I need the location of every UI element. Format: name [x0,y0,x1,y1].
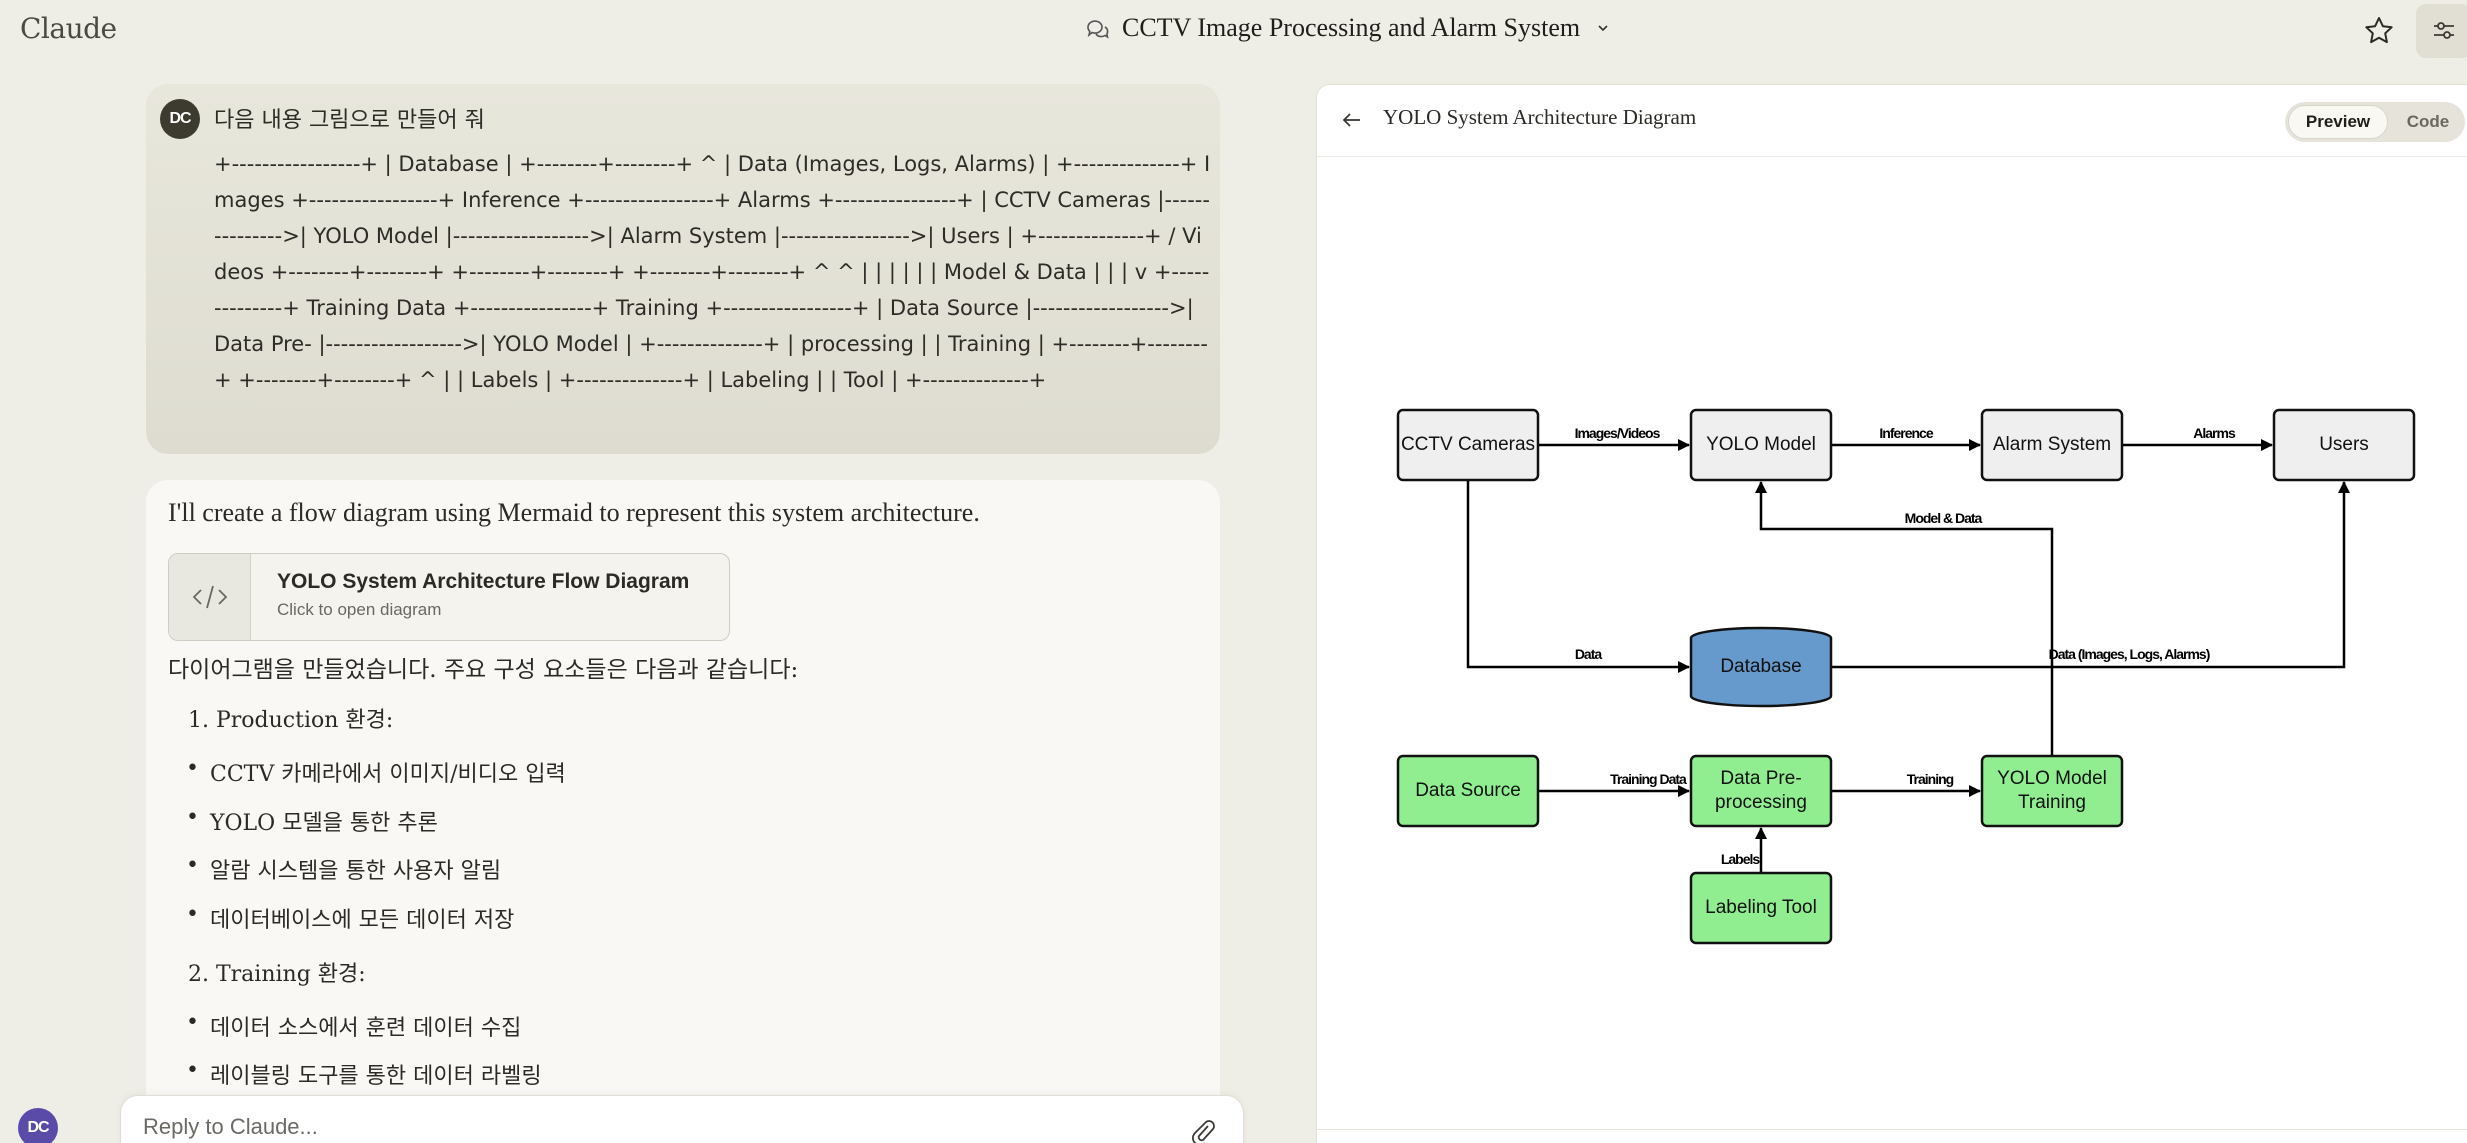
view-toggle: Preview Code [2285,102,2465,142]
reply-box [120,1095,1244,1143]
artifact-panel: YOLO System Architecture Diagram Preview… [1316,84,2467,1143]
edge-label: Training Data [1610,771,1687,787]
user-avatar: DC [160,99,200,139]
node-yolo[interactable]: YOLO Model [1689,408,1833,482]
node-label: YOLO Model [1706,434,1816,455]
assistant-message: I'll create a flow diagram using Mermaid… [146,480,1220,1143]
artifact-card[interactable]: YOLO System Architecture Flow Diagram Cl… [168,553,730,641]
chat-bubbles-icon [1087,20,1109,39]
node-label: CCTV Cameras [1401,434,1535,455]
section-heading: 2. Training 환경: [188,962,366,987]
node-label: Database [1720,656,1801,677]
edge-train-to-yolo [1755,481,2054,756]
node-shape [1689,871,1833,945]
app-logo[interactable]: Claude [20,12,117,45]
node-label: Data Pre- [1720,768,1801,789]
settings-button[interactable] [2416,4,2467,58]
node-shape [1689,408,1833,482]
edge-label: Training [1907,771,1954,787]
artifact-panel-title: YOLO System Architecture Diagram [1383,105,1697,129]
edge-label: Inference [1879,425,1933,441]
node-shape [1980,408,2124,482]
paperclip-icon[interactable] [1189,1118,1215,1143]
edge-db-to-users [1831,481,2350,669]
node-shape [2272,408,2416,482]
list-item: YOLO 모델을 통한 추론 [186,805,438,837]
chat-title-text: CCTV Image Processing and Alarm System [1122,13,1581,42]
list-item: CCTV 카메라에서 이미지/비디오 입력 [186,756,566,788]
artifact-card-subtitle: Click to open diagram [277,600,442,619]
node-label: Users [2319,434,2369,455]
section-heading: 1. Production 환경: [188,708,394,733]
edge-label: Data [1575,646,1603,662]
edges-layer [1466,439,2350,873]
user-message: DC 다음 내용 그림으로 만들어 줘 +-----------------+ … [146,84,1220,454]
user-prompt-text: 다음 내용 그림으로 만들어 줘 [214,108,485,133]
node-shape [1980,754,2124,828]
star-icon[interactable] [2362,14,2396,48]
node-label: Labeling Tool [1705,897,1817,918]
node-prep[interactable]: Data Pre-processing [1689,754,1833,828]
sliders-icon [2434,22,2454,39]
chat-title-button[interactable]: CCTV Image Processing and Alarm System [1084,13,1610,43]
node-source[interactable]: Data Source [1396,754,1540,828]
code-icon [192,585,227,609]
node-label: processing [1715,792,1807,813]
artifact-icon-cell [169,554,251,640]
list-item: 데이터베이스에 모든 데이터 저장 [186,902,514,934]
node-label[interactable]: Labeling Tool [1689,871,1833,945]
node-users[interactable]: Users [2272,408,2416,482]
node-label: Alarm System [1993,434,2111,455]
list-item: 레이블링 도구를 통한 데이터 라벨링 [186,1058,542,1090]
edge-label: Alarms [2193,425,2236,441]
edge-cctv-to-db [1466,480,1690,673]
edge-label: Images/Videos [1575,425,1661,441]
node-label: YOLO Model [1997,768,2107,789]
edge-label: Model & Data [1905,510,1983,526]
node-shape [1689,626,1833,708]
arrow-left-icon[interactable] [1339,107,1365,133]
assistant-intro-text: I'll create a flow diagram using Mermaid… [168,498,980,527]
user-ascii-diagram-text: +-----------------+ | Database | +------… [214,152,1211,392]
artifact-panel-header: YOLO System Architecture Diagram Preview… [1317,85,2467,157]
node-shape [1396,408,1540,482]
edge-label: Labels [1721,851,1761,867]
assistant-summary-text: 다이어그램을 만들었습니다. 주요 구성 요소들은 다음과 같습니다: [168,657,799,683]
node-label: Training [2018,792,2086,813]
node-cctv[interactable]: CCTV Cameras [1396,408,1540,482]
edge-label: Data (Images, Logs, Alarms) [2049,646,2210,662]
chevron-down-icon [1598,25,1608,32]
tab-preview[interactable]: Preview [2288,105,2388,139]
node-shape [1689,754,1833,828]
node-shape [1396,754,1540,828]
list-item: 알람 시스템을 통한 사용자 알림 [186,853,501,885]
artifact-panel-footer [1317,1129,2467,1143]
node-alarm[interactable]: Alarm System [1980,408,2124,482]
node-db[interactable]: Database [1689,626,1833,708]
tab-code[interactable]: Code [2406,112,2450,131]
reply-input[interactable] [143,1114,1143,1140]
artifact-card-title: YOLO System Architecture Flow Diagram [277,570,690,593]
top-bar: Claude CCTV Image Processing and Alarm S… [0,0,2467,62]
user-avatar[interactable]: DC [18,1108,58,1143]
node-label: Data Source [1415,780,1521,801]
list-item: 데이터 소스에서 훈련 데이터 수집 [186,1010,521,1042]
